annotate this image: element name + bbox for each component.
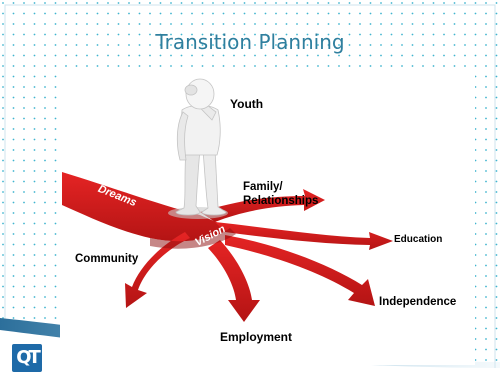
label-family-line-2: Relationships [243, 195, 319, 207]
thinking-figure-icon [168, 78, 228, 219]
arrow-employment [208, 240, 260, 322]
logo-icon: QT [12, 344, 42, 372]
arrow-main-stem [62, 172, 230, 242]
arrow-education [215, 222, 393, 250]
arrow-family [200, 189, 325, 222]
slide-title: Transition Planning [155, 30, 345, 54]
logo-text: QT [16, 347, 41, 368]
arrow-independence [225, 235, 375, 306]
label-independence: Independence [379, 296, 457, 308]
label-youth: Youth [230, 97, 264, 111]
label-community: Community [75, 253, 139, 265]
branching-arrows-icon [62, 172, 393, 322]
label-family-line-1: Family/ [243, 181, 283, 193]
label-family-relationships: Family/ Relationships [243, 180, 318, 208]
label-education: Education [394, 234, 443, 245]
label-employment: Employment [220, 330, 293, 344]
arrow-community [125, 232, 190, 308]
arrow-shadow [150, 228, 236, 249]
